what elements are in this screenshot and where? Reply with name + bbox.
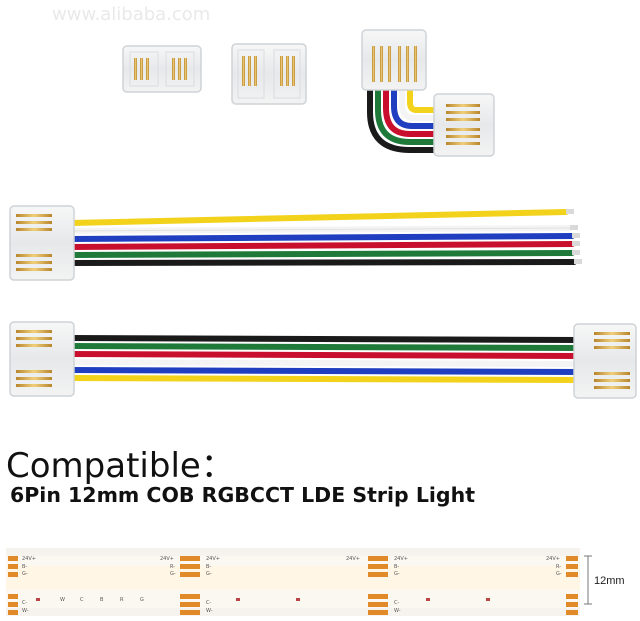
strip-voltage-label: 24V+ <box>346 556 360 562</box>
width-dimension: 12mm <box>584 555 625 605</box>
strip-pad-label: R- <box>170 564 175 570</box>
strip-voltage-label: 24V+ <box>206 556 220 562</box>
strip-pad-label: W- <box>206 608 213 614</box>
strip-voltage-label: 24V+ <box>394 556 408 562</box>
strip-pad-label: W- <box>394 608 401 614</box>
connector-gap-medium <box>231 43 307 105</box>
strip-segment-label: C <box>80 597 84 603</box>
jumper-double-end <box>9 321 637 399</box>
strip-pad-label: C- <box>394 600 399 606</box>
strip-pad-label: G- <box>394 571 400 577</box>
pigtail-single-end <box>9 205 582 281</box>
strip-pad-label: C- <box>206 600 211 606</box>
strip-pad-label: G- <box>206 571 212 577</box>
strip-pad-label: B- <box>206 564 211 570</box>
cob-strip: 24V+ 24V+ 24V+ 24V+ 24V+ 24V+ B- G- R- G… <box>6 548 580 616</box>
strip-pad-label: W- <box>22 608 29 614</box>
strip-voltage-label: 24V+ <box>546 556 560 562</box>
strip-segment-label: W <box>60 597 65 603</box>
width-label: 12mm <box>594 575 625 587</box>
strip-pad-label: R- <box>556 564 561 570</box>
strip-pad-label: G- <box>170 571 176 577</box>
strip-segment-label: R <box>120 597 124 603</box>
strip-pad-label: B- <box>22 564 27 570</box>
strip-segment-label: B <box>100 597 104 603</box>
strip-voltage-label: 24V+ <box>22 556 36 562</box>
strip-pad-label: G- <box>22 571 28 577</box>
compatible-heading: Compatible： <box>6 446 235 486</box>
strip-pad-label: G- <box>556 571 562 577</box>
strip-segment-label: G <box>140 597 144 603</box>
watermark-text: www.alibaba.com <box>52 4 210 25</box>
connector-straight-small <box>122 45 202 93</box>
strip-pad-label: C- <box>22 600 27 606</box>
strip-pads <box>8 556 578 615</box>
strip-pad-label: B- <box>394 564 399 570</box>
connector-l-shape <box>361 29 495 157</box>
strip-voltage-label: 24V+ <box>160 556 174 562</box>
product-title: 6Pin 12mm COB RGBCCT LDE Strip Light <box>10 483 476 507</box>
